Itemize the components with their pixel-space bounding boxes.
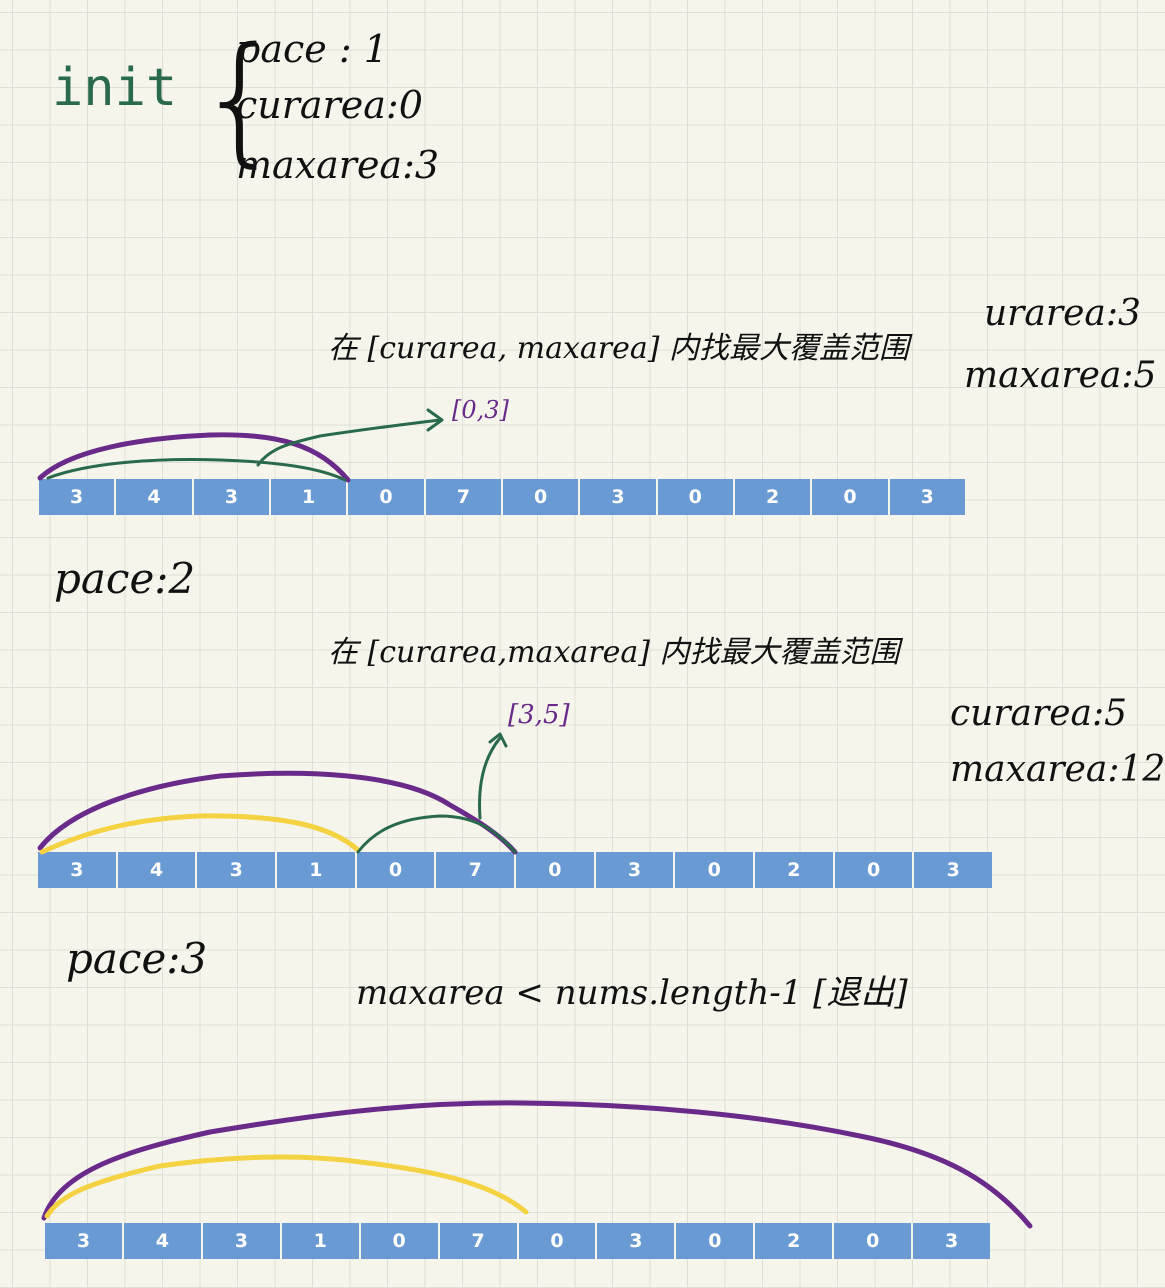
- array-cell: 3: [193, 479, 271, 515]
- array-cell: 4: [116, 479, 194, 515]
- array-cell: 3: [202, 1223, 282, 1259]
- step3-pace: pace:3: [66, 934, 208, 983]
- array-cell: 4: [117, 852, 198, 888]
- array-cell: 0: [675, 852, 756, 888]
- step1-array: 3 4 3 1 0 7 0 3 0 2 0 3: [39, 479, 965, 515]
- step1-range: [0,3]: [452, 396, 509, 424]
- init-curarea: curarea:0: [236, 83, 423, 127]
- step3-purple-arc: [41, 1100, 1033, 1229]
- step3-yellow-arc: [44, 1154, 529, 1219]
- step2-purple-arc: [37, 770, 518, 855]
- step1-status-maxarea: maxarea:5: [964, 355, 1157, 396]
- step2-array: 3 4 3 1 0 7 0 3 0 2 0 3: [38, 852, 993, 888]
- array-cell: 0: [834, 852, 915, 888]
- step2-range: [3,5]: [508, 700, 570, 730]
- array-cell: 2: [755, 852, 835, 888]
- step2-status-curarea: curarea:5: [950, 693, 1128, 734]
- step1-arrowhead: [426, 408, 444, 432]
- init-brace: {: [196, 18, 286, 181]
- array-cell: 0: [812, 479, 890, 515]
- step1-note: 在 [curarea, maxarea] 内找最大覆盖范围: [328, 331, 910, 366]
- step2-arrowhead: [488, 732, 508, 748]
- array-cell: 7: [439, 1223, 519, 1259]
- array-cell: 3: [38, 852, 118, 888]
- step2-green-arc: [356, 814, 517, 854]
- step2-green-arrow: [478, 736, 502, 820]
- array-cell: 1: [281, 1223, 361, 1259]
- step3-array: 3 4 3 1 0 7 0 3 0 2 0 3: [45, 1223, 991, 1259]
- step1-green-arc: [46, 458, 347, 482]
- step1-green-arrow: [256, 418, 442, 467]
- array-cell: 3: [580, 479, 658, 515]
- array-cell: 7: [425, 479, 503, 515]
- array-cell: 0: [516, 852, 596, 888]
- step2-yellow-arc: [39, 813, 361, 855]
- step1-purple-arc: [37, 432, 351, 483]
- array-cell: 4: [123, 1223, 203, 1259]
- step2-status-maxarea: maxarea:12: [950, 749, 1165, 790]
- array-cell: 3: [913, 1223, 991, 1259]
- array-cell: 0: [676, 1223, 756, 1259]
- init-maxarea: maxarea:3: [236, 143, 440, 187]
- init-label: init: [52, 58, 178, 118]
- step2-note: 在 [curarea,maxarea] 内找最大覆盖范围: [328, 635, 900, 670]
- array-cell: 2: [734, 479, 813, 515]
- array-cell: 0: [834, 1223, 914, 1259]
- array-cell: 7: [436, 852, 517, 888]
- array-cell: 3: [197, 852, 278, 888]
- array-cell: 3: [597, 1223, 677, 1259]
- step1-status-curarea: urarea:3: [984, 293, 1141, 334]
- array-cell: 3: [914, 852, 993, 888]
- array-cell: 0: [356, 852, 437, 888]
- step2-pace: pace:2: [54, 554, 196, 603]
- array-cell: 0: [502, 479, 581, 515]
- array-cell: 0: [518, 1223, 598, 1259]
- array-cell: 3: [595, 852, 676, 888]
- step3-note: maxarea < nums.length-1 [退出]: [356, 973, 908, 1013]
- array-cell: 3: [39, 479, 117, 515]
- array-cell: 0: [657, 479, 735, 515]
- array-cell: 3: [889, 479, 965, 515]
- array-cell: 0: [360, 1223, 440, 1259]
- array-cell: 1: [277, 852, 357, 888]
- array-cell: 2: [755, 1223, 835, 1259]
- array-cell: 3: [45, 1223, 124, 1259]
- array-cell: 0: [348, 479, 426, 515]
- init-pace: pace : 1: [236, 27, 388, 71]
- array-cell: 1: [270, 479, 349, 515]
